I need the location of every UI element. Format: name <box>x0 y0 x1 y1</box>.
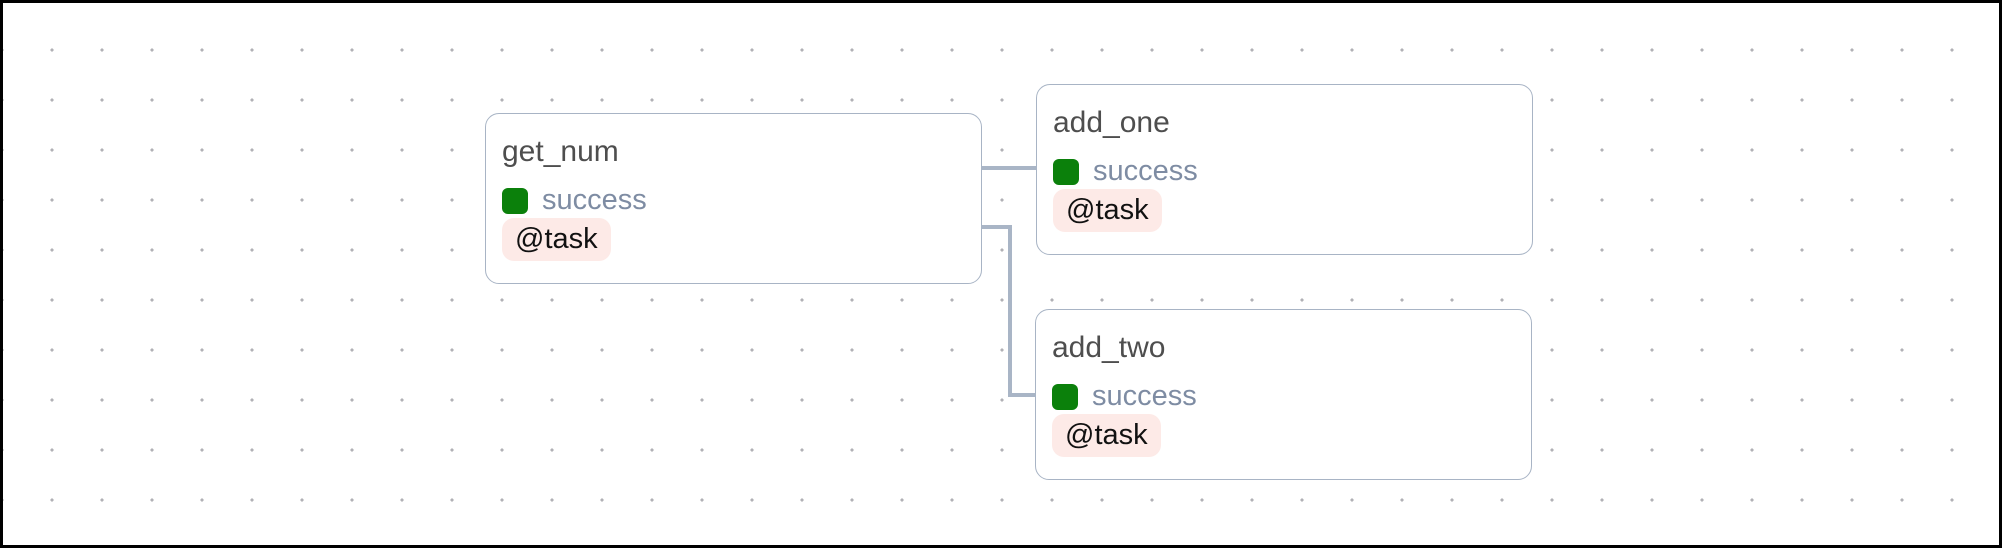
task-node-add_two[interactable]: add_two success @task <box>1035 309 1532 480</box>
task-name: add_one <box>1053 106 1170 139</box>
task-node-get_num[interactable]: get_num success @task <box>485 113 982 284</box>
task-node-add_one[interactable]: add_one success @task <box>1036 84 1533 255</box>
edge-get_num-to-add_two <box>982 225 1036 397</box>
status-label: success <box>1093 155 1198 187</box>
status-success-icon <box>502 187 528 214</box>
status-label: success <box>542 184 647 216</box>
status-success-icon <box>1053 158 1079 185</box>
task-name: get_num <box>502 135 619 168</box>
task-decorator-badge: @task <box>1053 189 1162 232</box>
task-decorator-badge: @task <box>502 218 611 261</box>
task-status-row: success <box>502 183 965 218</box>
task-status-row: success <box>1053 154 1516 189</box>
task-name: add_two <box>1052 331 1166 364</box>
task-status-row: success <box>1052 379 1515 414</box>
task-badge-row: @task <box>502 218 965 261</box>
status-label: success <box>1092 380 1197 412</box>
task-badge-row: @task <box>1052 414 1515 457</box>
status-success-icon <box>1052 383 1078 410</box>
edges-layer <box>982 166 1037 397</box>
task-decorator-badge: @task <box>1052 414 1161 457</box>
task-badge-row: @task <box>1053 189 1516 232</box>
